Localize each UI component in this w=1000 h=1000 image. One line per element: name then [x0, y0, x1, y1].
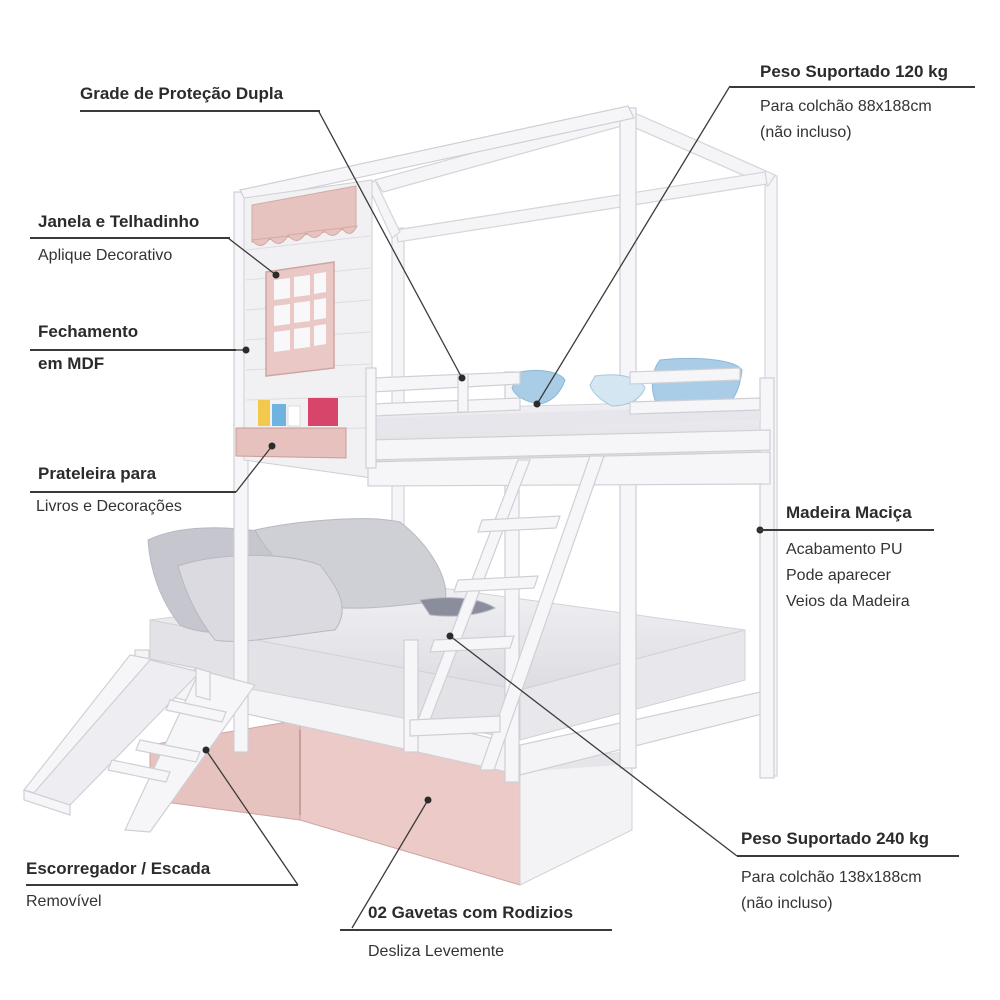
callout-gavetas-rule — [340, 929, 612, 931]
callout-peso-top-desc: Para colchão 88x188cm (não incluso) — [760, 94, 932, 146]
callout-madeira-desc: Acabamento PU Pode aparecer Veios da Mad… — [786, 537, 910, 615]
callout-peso-top-line-2: (não incluso) — [760, 124, 852, 141]
callout-janela-desc: Aplique Decorativo — [38, 243, 172, 269]
house-panel — [235, 179, 373, 479]
callout-peso-bottom-title: Peso Suportado 240 kg — [741, 829, 929, 848]
callout-peso-top-line-1: Para colchão 88x188cm — [760, 98, 932, 115]
upper-bed — [365, 358, 771, 487]
callout-fechamento-2: em MDF — [38, 354, 104, 374]
callout-peso-top-title: Peso Suportado 120 kg — [760, 62, 948, 81]
callout-fechamento: Fechamento — [38, 322, 138, 342]
callout-fechamento-rule — [30, 349, 236, 351]
callout-prateleira-rule — [30, 491, 236, 493]
callout-escorregador-title: Escorregador / Escada — [26, 859, 211, 878]
callout-escorregador-rule — [26, 884, 298, 886]
callout-janela: Janela e Telhadinho — [38, 212, 199, 232]
callout-grade-title: Grade de Proteção Dupla — [80, 84, 284, 103]
callout-escorregador-line-1: Removível — [26, 893, 102, 910]
callout-gavetas-line-1: Desliza Levemente — [368, 943, 505, 960]
callout-madeira-line-3: Veios da Madeira — [786, 593, 910, 610]
slide-stairs — [22, 654, 256, 833]
callout-escorregador-desc: Removível — [26, 889, 102, 915]
callout-janela-rule — [30, 237, 230, 239]
callout-janela-line-1: Aplique Decorativo — [38, 247, 173, 264]
callout-peso-bottom-desc: Para colchão 138x188cm (não incluso) — [741, 865, 922, 917]
callout-grade-rule — [80, 110, 320, 112]
ladder — [403, 455, 605, 771]
callout-peso-bottom-line-2: (não incluso) — [741, 895, 833, 912]
callout-madeira: Madeira Maciça — [786, 503, 912, 523]
callout-peso-top: Peso Suportado 120 kg — [760, 62, 948, 82]
callout-peso-bottom-line-1: Para colchão 138x188cm — [741, 869, 922, 886]
callout-prateleira-desc: Livros e Decorações — [36, 494, 182, 520]
callout-escorregador: Escorregador / Escada — [26, 859, 210, 879]
window — [265, 261, 335, 377]
callout-peso-top-rule — [730, 86, 975, 88]
callout-prateleira-line-1: Livros e Decorações — [36, 498, 182, 515]
callout-madeira-line-2: Pode aparecer — [786, 567, 891, 584]
callout-peso-bottom: Peso Suportado 240 kg — [741, 829, 929, 849]
callout-gavetas-title: 02 Gavetas com Rodizios — [368, 903, 574, 922]
callout-fechamento-title-2: em MDF — [38, 354, 105, 373]
callout-janela-title: Janela e Telhadinho — [38, 212, 200, 231]
callout-fechamento-title-1: Fechamento — [38, 322, 139, 341]
callout-madeira-rule — [758, 529, 934, 531]
callout-gavetas-desc: Desliza Levemente — [368, 939, 504, 965]
callout-prateleira-title: Prateleira para — [38, 464, 157, 483]
callout-madeira-line-1: Acabamento PU — [786, 541, 903, 558]
leader-dots — [202, 271, 764, 804]
callout-peso-bottom-rule — [737, 855, 959, 857]
callout-madeira-title: Madeira Maciça — [786, 503, 912, 522]
callout-gavetas: 02 Gavetas com Rodizios — [368, 903, 573, 923]
callout-grade: Grade de Proteção Dupla — [80, 84, 283, 104]
leader-lines — [205, 85, 760, 929]
book-shelf — [235, 398, 347, 459]
callout-prateleira: Prateleira para — [38, 464, 156, 484]
